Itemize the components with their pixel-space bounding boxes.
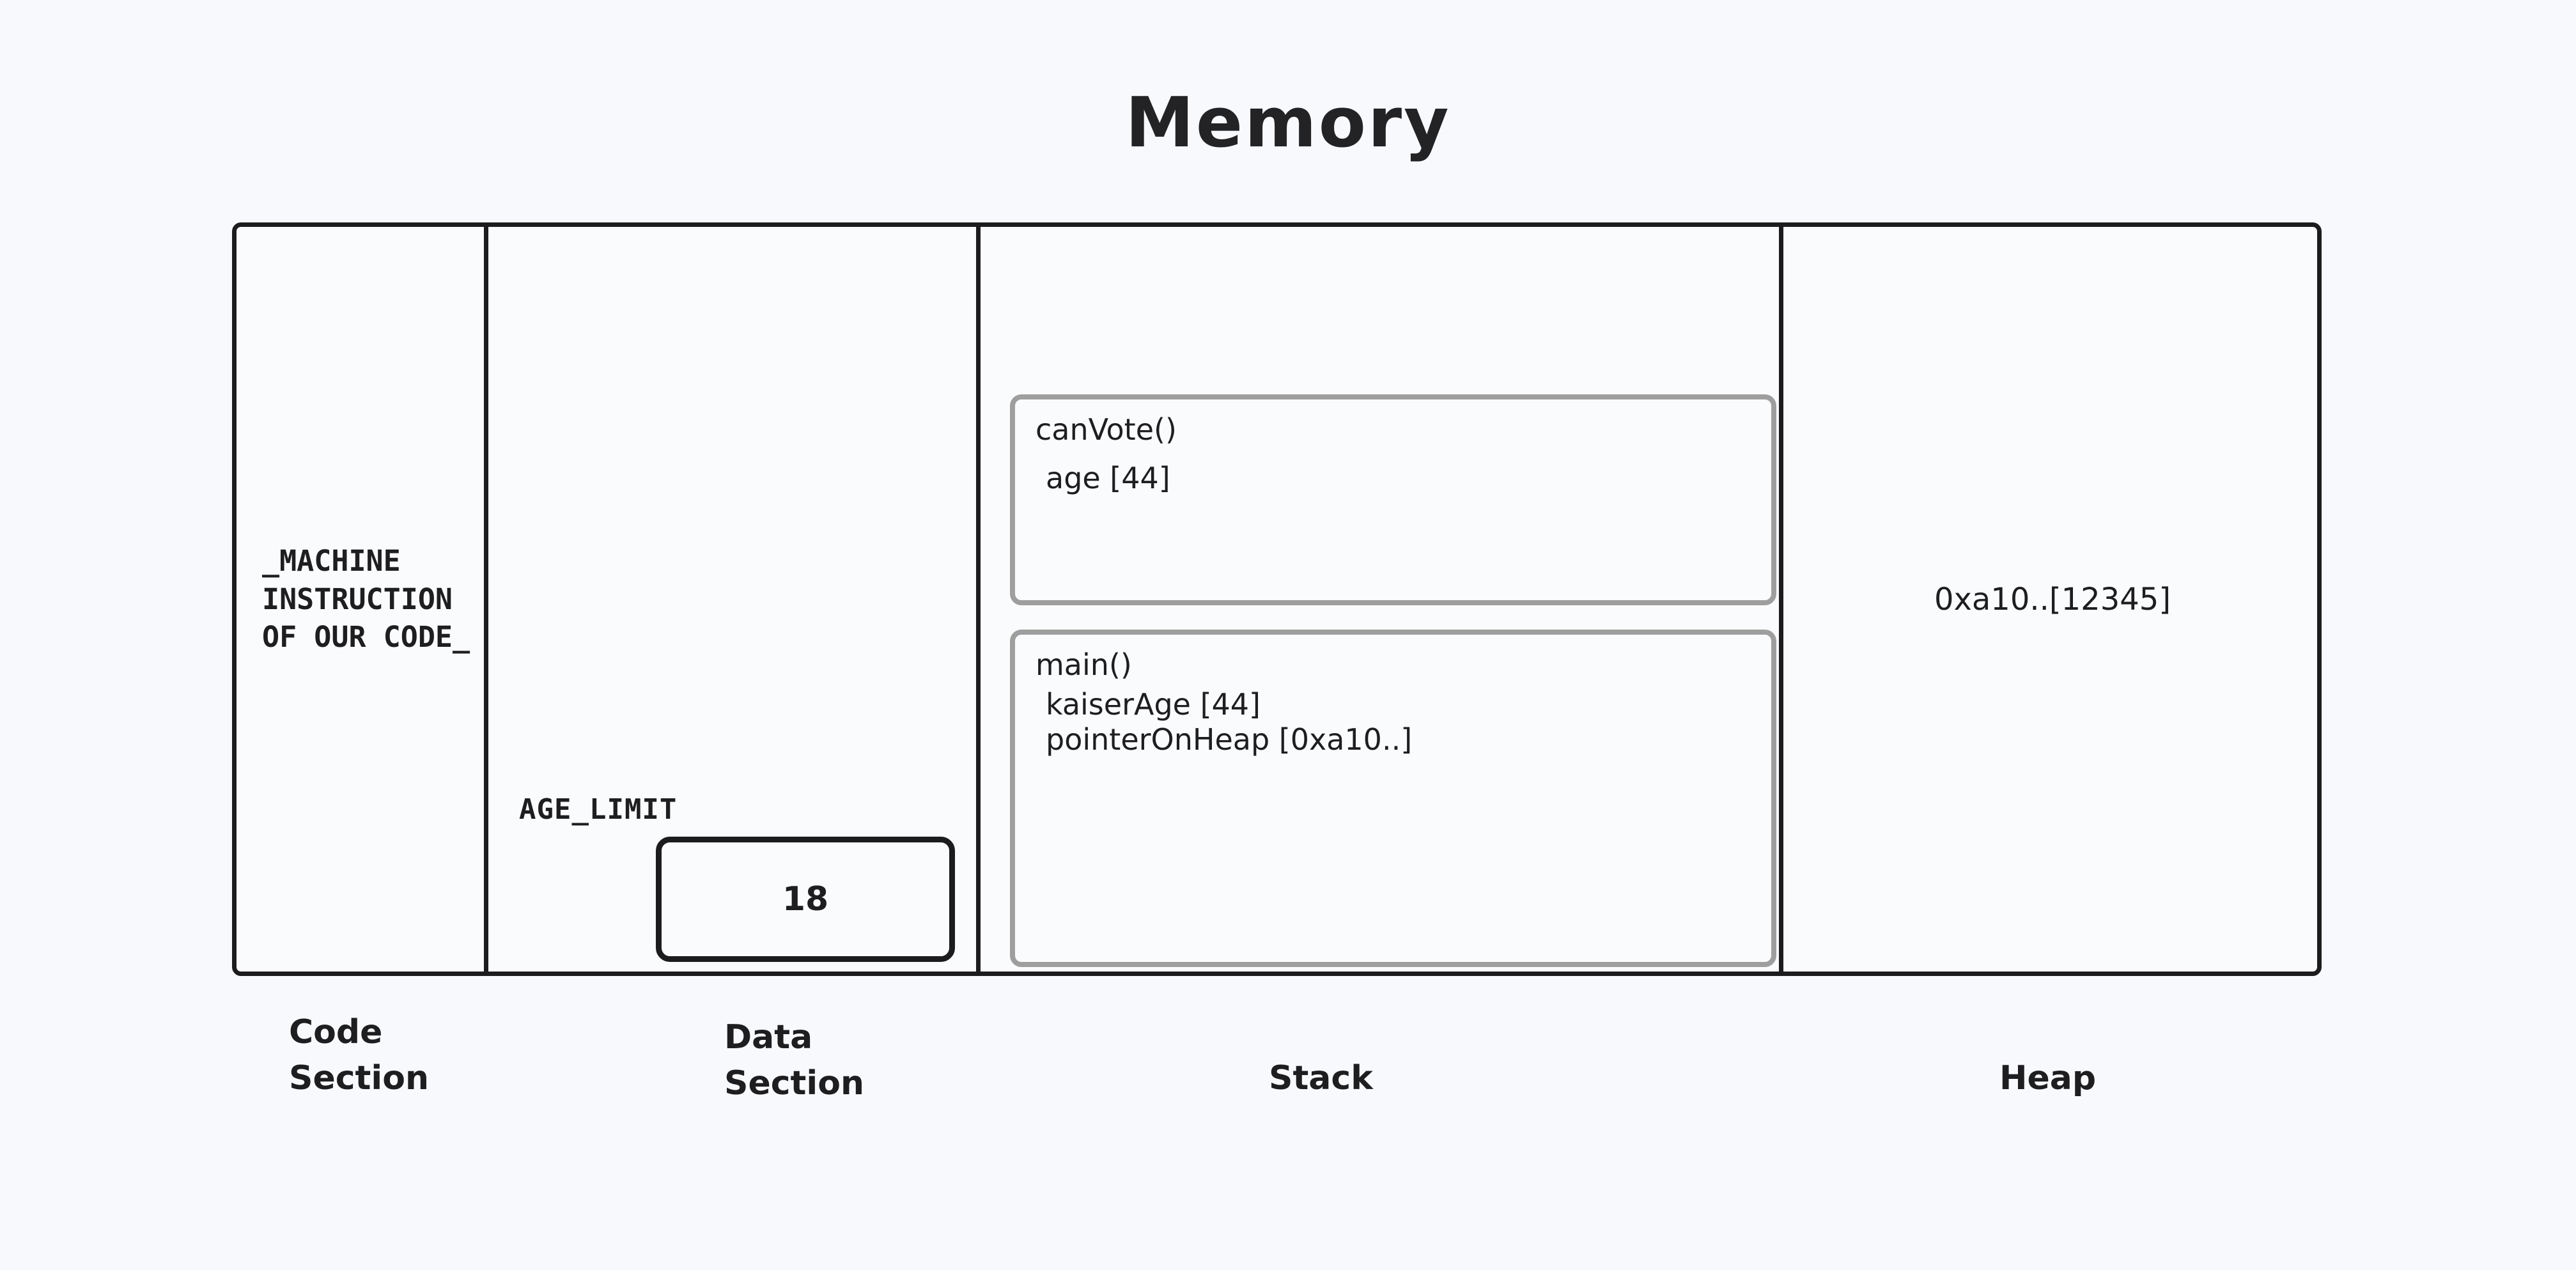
memory-container: _MACHINE INSTRUCTION OF OUR CODE_ AGE_LI… — [232, 222, 2322, 976]
stack-frame-name: main() — [1036, 647, 1132, 682]
stack-frame-variable: kaiserAge [44] — [1046, 687, 1261, 722]
age-limit-value: 18 — [782, 880, 829, 918]
stack-frame-name: canVote() — [1036, 412, 1177, 447]
code-section-content: _MACHINE INSTRUCTION OF OUR CODE_ — [262, 543, 470, 654]
stack-frame-main: main() kaiserAge [44] pointerOnHeap [0xa… — [1010, 630, 1776, 967]
caption-data-section: Data Section — [724, 1018, 864, 1103]
divider-code-data — [484, 222, 488, 976]
heap-allocation-value: 0xa10..[12345] — [1934, 581, 2171, 617]
stack-frame-variable: age [44] — [1046, 461, 1170, 496]
divider-stack-heap — [1779, 222, 1783, 976]
code-section: _MACHINE INSTRUCTION OF OUR CODE_ — [237, 227, 484, 972]
stack-frame-variable: pointerOnHeap [0xa10..] — [1046, 722, 1413, 757]
stack-section: canVote() age [44] main() kaiserAge [44]… — [981, 227, 1779, 972]
heap-section: 0xa10..[12345] — [1783, 227, 2322, 972]
caption-code-section: Code Section — [289, 1013, 429, 1097]
stack-frame-canvote: canVote() age [44] — [1010, 394, 1776, 605]
age-limit-box: 18 — [656, 837, 955, 962]
caption-stack: Stack — [1269, 1059, 1373, 1097]
data-section: AGE_LIMIT 18 — [488, 227, 976, 972]
age-limit-label: AGE_LIMIT — [519, 793, 678, 826]
caption-heap: Heap — [1999, 1059, 2097, 1097]
page-title: Memory — [1125, 83, 1451, 163]
divider-data-stack — [976, 222, 981, 976]
